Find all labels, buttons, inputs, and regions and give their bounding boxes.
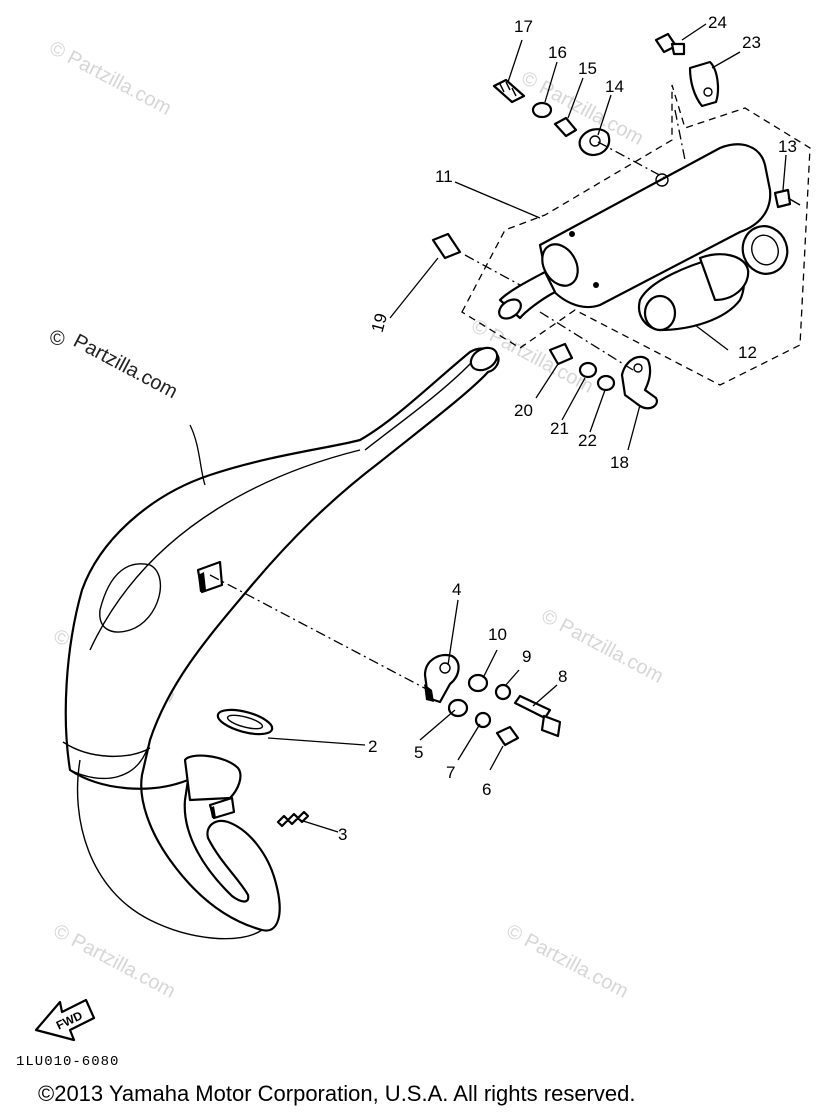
mounting-line <box>209 574 433 693</box>
callout-2: 2 <box>368 737 377 756</box>
hardware-parts-13-17-23-24 <box>492 32 801 209</box>
callout-4: 4 <box>452 580 461 599</box>
callout-10: 10 <box>488 625 507 644</box>
callout-3: 3 <box>338 825 347 844</box>
expansion-chamber <box>62 346 500 940</box>
hardware-parts-5-10 <box>447 673 562 747</box>
callout-23: 23 <box>742 33 761 52</box>
callout-14: 14 <box>605 77 624 96</box>
leader-lines <box>189 23 787 833</box>
watermark: © Partzilla.com <box>50 920 179 1003</box>
callout-11: 11 <box>435 167 453 186</box>
callout-19: 19 <box>368 311 391 334</box>
muffler-group-outline <box>461 84 811 386</box>
callout-20: 20 <box>514 401 533 420</box>
mounting-line <box>597 141 666 179</box>
callout-16: 16 <box>548 43 567 62</box>
exhaust-parts-diagram: © Partzilla.com © Partzilla.com © Partzi… <box>34 13 811 1042</box>
fwd-arrow-icon: FWD <box>34 998 96 1042</box>
spring-part-3 <box>276 810 310 828</box>
watermark-dark-text: Partzilla.com <box>70 330 181 403</box>
watermark-dark-icon: © <box>50 328 65 350</box>
hardware-parts-18-22 <box>431 232 658 410</box>
callout-15: 15 <box>578 59 597 78</box>
callout-12: 12 <box>738 343 757 362</box>
callout-7: 7 <box>446 763 455 782</box>
mounting-line <box>539 311 634 371</box>
callout-8: 8 <box>558 667 567 686</box>
callout-5: 5 <box>414 743 423 762</box>
callout-13: 13 <box>778 137 797 156</box>
callout-17: 17 <box>514 17 533 36</box>
watermark: © Partzilla.com <box>503 920 632 1003</box>
gasket-part-2 <box>216 708 274 736</box>
bracket-part-4 <box>423 653 460 704</box>
callout-21: 21 <box>550 419 569 438</box>
callout-6: 6 <box>482 780 491 799</box>
callout-18: 18 <box>610 453 629 472</box>
callout-24: 24 <box>708 13 727 32</box>
watermark: © Partzilla.com <box>46 37 175 120</box>
callout-numbers: 2 3 4 5 6 7 8 9 10 11 12 13 14 15 16 17 … <box>338 13 797 844</box>
mounting-line <box>674 109 686 161</box>
muffler-part-11 <box>498 143 772 320</box>
mounting-line <box>464 254 521 286</box>
copyright-notice: ©2013 Yamaha Motor Corporation, U.S.A. A… <box>38 1081 636 1106</box>
callout-22: 22 <box>578 431 597 450</box>
silencer-packing-part-12 <box>637 225 789 332</box>
callout-9: 9 <box>522 647 531 666</box>
diagram-code: 1LU010-6080 <box>16 1054 120 1070</box>
